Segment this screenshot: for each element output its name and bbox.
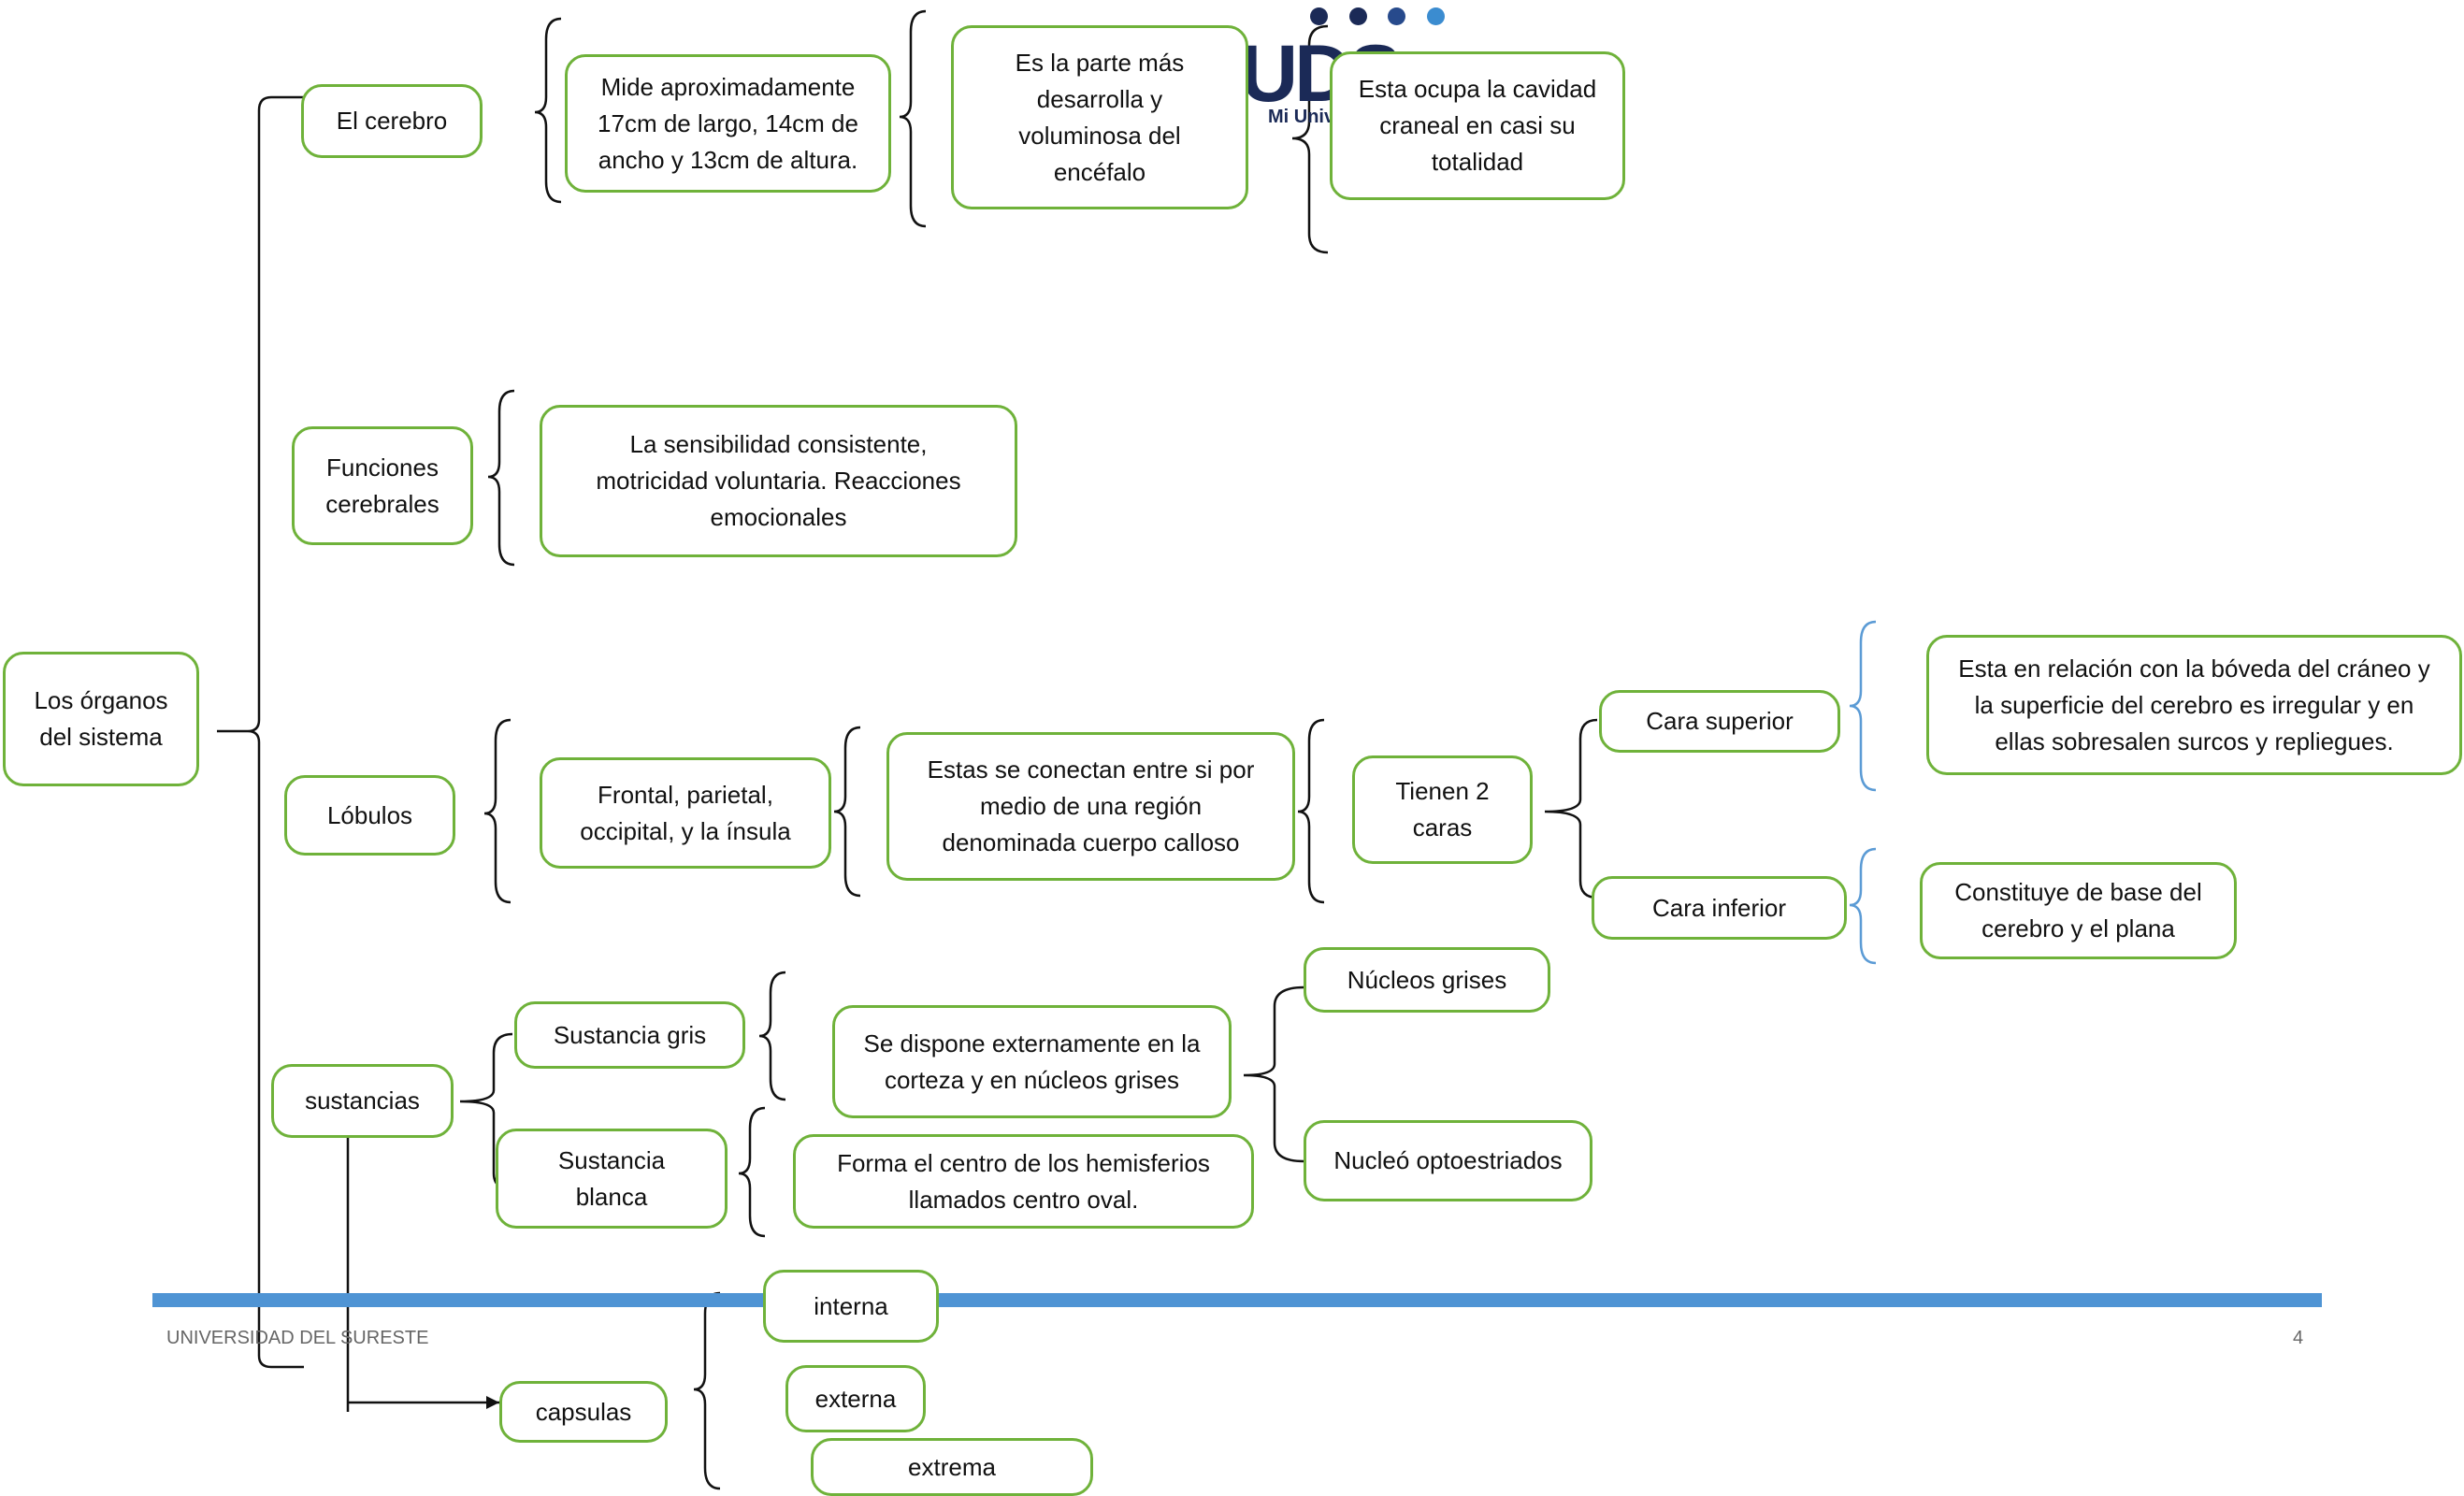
brace-cara-inferior <box>1849 847 1877 965</box>
node-frontal-parietal: Frontal, parietal, occipital, y la ínsul… <box>540 757 831 869</box>
node-cara-superior: Cara superior <box>1599 690 1840 753</box>
logo-dot <box>1427 7 1445 25</box>
node-sustancia-gris: Sustancia gris <box>514 1001 745 1069</box>
node-interna: interna <box>763 1270 939 1343</box>
brace-cerebro <box>534 17 562 204</box>
footer-university: UNIVERSIDAD DEL SURESTE <box>166 1328 429 1348</box>
node-cara-inferior: Cara inferior <box>1592 876 1847 940</box>
node-boveda-craneo: Esta en relación con la bóveda del cráne… <box>1926 635 2462 775</box>
brace-gris <box>758 971 786 1101</box>
node-sustancias: sustancias <box>271 1064 454 1138</box>
logo-dot <box>1349 7 1367 25</box>
node-forma-centro: Forma el centro de los hemisferios llama… <box>793 1134 1254 1229</box>
node-ocupa-cavidad: Esta ocupa la cavidad craneal en casi su… <box>1330 51 1625 200</box>
node-funciones-cerebrales: Funciones cerebrales <box>292 426 473 545</box>
node-sustancia-blanca: Sustancia blanca <box>496 1129 728 1229</box>
node-tienen-2-caras: Tienen 2 caras <box>1352 755 1533 864</box>
brace-cara-superior <box>1849 620 1877 792</box>
brace-capsulas <box>693 1291 721 1490</box>
node-lobulos: Lóbulos <box>284 775 455 856</box>
brace-blanca <box>738 1106 766 1238</box>
node-se-dispone: Se dispone externamente en la corteza y … <box>832 1005 1232 1118</box>
node-base-cerebro: Constituye de base del cerebro y el plan… <box>1920 862 2237 959</box>
node-nucleo-optoestriados: Nucleó optoestriados <box>1304 1120 1592 1201</box>
brace-mide <box>899 9 927 228</box>
arrow-sustancias-capsulas <box>346 1138 499 1412</box>
brace-parte <box>1291 24 1329 254</box>
node-nucleos-grises: Núcleos grises <box>1304 947 1550 1013</box>
node-se-conectan: Estas se conectan entre si por medio de … <box>886 732 1295 881</box>
footer-page-number: 4 <box>2293 1328 2304 1348</box>
brace-funciones <box>487 389 515 567</box>
node-el-cerebro: El cerebro <box>301 84 483 158</box>
brace-lobulos <box>483 718 512 904</box>
node-parte-mas-desarrollada: Es la parte más desarrolla y voluminosa … <box>951 25 1248 209</box>
arrow-head <box>486 1396 499 1409</box>
brace-dispone <box>1243 985 1304 1163</box>
brace-conectan <box>1297 718 1325 904</box>
logo-dot <box>1388 7 1405 25</box>
footer-rule <box>152 1293 2322 1307</box>
node-root: Los órganos del sistema <box>3 652 199 786</box>
node-sensibilidad: La sensibilidad consistente, motricidad … <box>540 405 1017 557</box>
brace-sustancias <box>459 1032 513 1191</box>
brace-tienen <box>1544 718 1598 899</box>
logo-dot <box>1310 7 1328 25</box>
node-mide: Mide aproximadamente 17cm de largo, 14cm… <box>565 54 891 193</box>
node-extrema: extrema <box>811 1438 1093 1496</box>
node-externa: externa <box>785 1365 926 1432</box>
node-capsulas: capsulas <box>499 1381 668 1443</box>
brace-frontal <box>833 726 861 898</box>
root-bracket <box>217 95 304 1369</box>
